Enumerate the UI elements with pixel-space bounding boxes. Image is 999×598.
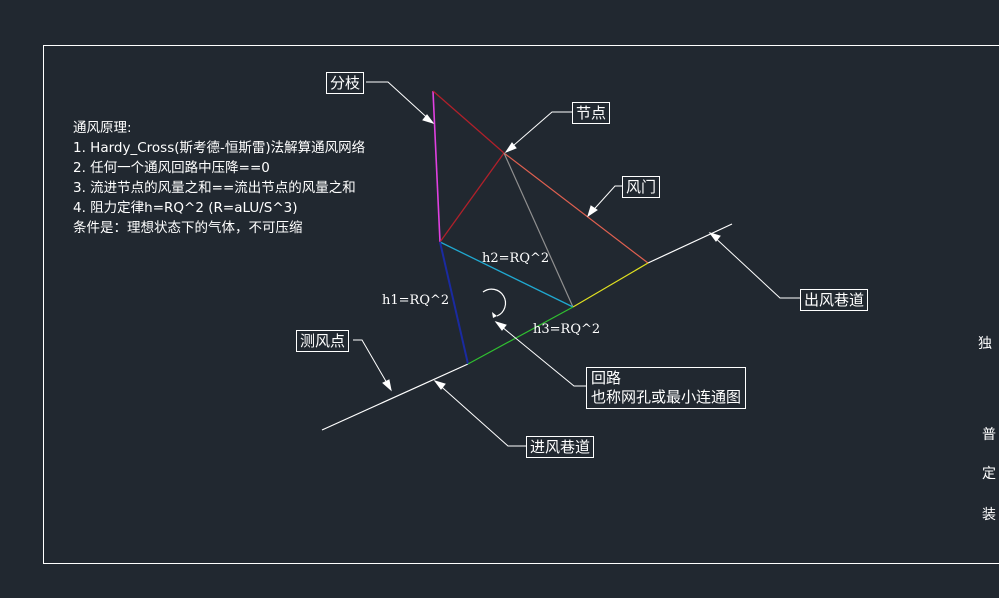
edge-glyph-2: 普 [982,427,996,443]
leader-door [587,185,622,217]
branch-magenta [432,90,441,243]
notes-line-5: 条件是：理想状态下的气体，不可压缩 [73,220,303,236]
notes-line-4: 4. 阻力定律h=RQ^2 (R=aLU/S^3) [73,200,298,216]
notes-title: 通风原理: [73,120,132,136]
branch-yellow [572,262,649,308]
leader-outlet-arrow [708,232,721,242]
outlet-airway-line [647,223,733,264]
branch-red-diagonal [439,152,505,243]
leader-measure [353,339,392,391]
inlet-airway-line [321,363,469,431]
drawing-frame [43,45,999,564]
loop-line-2: 也称网孔或最小连通图 [591,388,742,406]
edge-glyph-3: 定 [982,466,996,482]
notes-line-1: 1. Hardy_Cross(斯考德-恒斯雷)法解算通风网络 [73,140,366,156]
label-door: 风门 [622,176,661,198]
notes-line-3: 3. 流进节点的风量之和==流出节点的风量之和 [73,180,356,196]
label-loop: 回路 也称网孔或最小连通图 [586,367,747,409]
loop-rotation-arrowhead-icon [492,312,497,318]
leader-loop-arrow [494,321,507,331]
leader-node-arrow [504,142,517,154]
ventilation-principle-notes: 通风原理: 1. Hardy_Cross(斯考德-恒斯雷)法解算通风网络 2. … [73,118,365,238]
leader-branch-arrow [422,114,435,124]
label-inlet-airway: 进风巷道 [526,436,595,458]
leader-inlet [434,380,526,447]
branch-blue [439,241,469,365]
label-measure-point: 测风点 [296,330,350,352]
formula-h1: h1=RQ^2 [382,293,450,308]
branch-green [467,306,574,365]
formula-h2: h2=RQ^2 [482,251,550,266]
loop-line-1: 回路 [591,369,622,387]
leader-loop [495,321,586,387]
edge-glyph-4: 装 [982,507,996,523]
label-outlet-airway: 出风巷道 [800,289,869,311]
loop-rotation-icon [482,288,507,317]
leader-branch [366,81,434,124]
edge-glyph-1: 独 [978,336,992,352]
leader-door-arrow [587,205,598,218]
branch-cyan [439,241,574,308]
branch-gray [503,152,574,308]
leader-inlet-arrow [433,380,446,390]
branch-red-top [432,90,505,154]
formula-h3: h3=RQ^2 [533,322,601,337]
notes-line-2: 2. 任何一个通风回路中压降==0 [73,160,270,176]
label-branch: 分枝 [326,72,365,94]
branch-lightred [503,152,649,264]
label-node: 节点 [572,102,611,124]
leader-outlet [709,232,800,299]
leader-node [505,111,572,153]
leader-measure-arrow [382,379,392,392]
